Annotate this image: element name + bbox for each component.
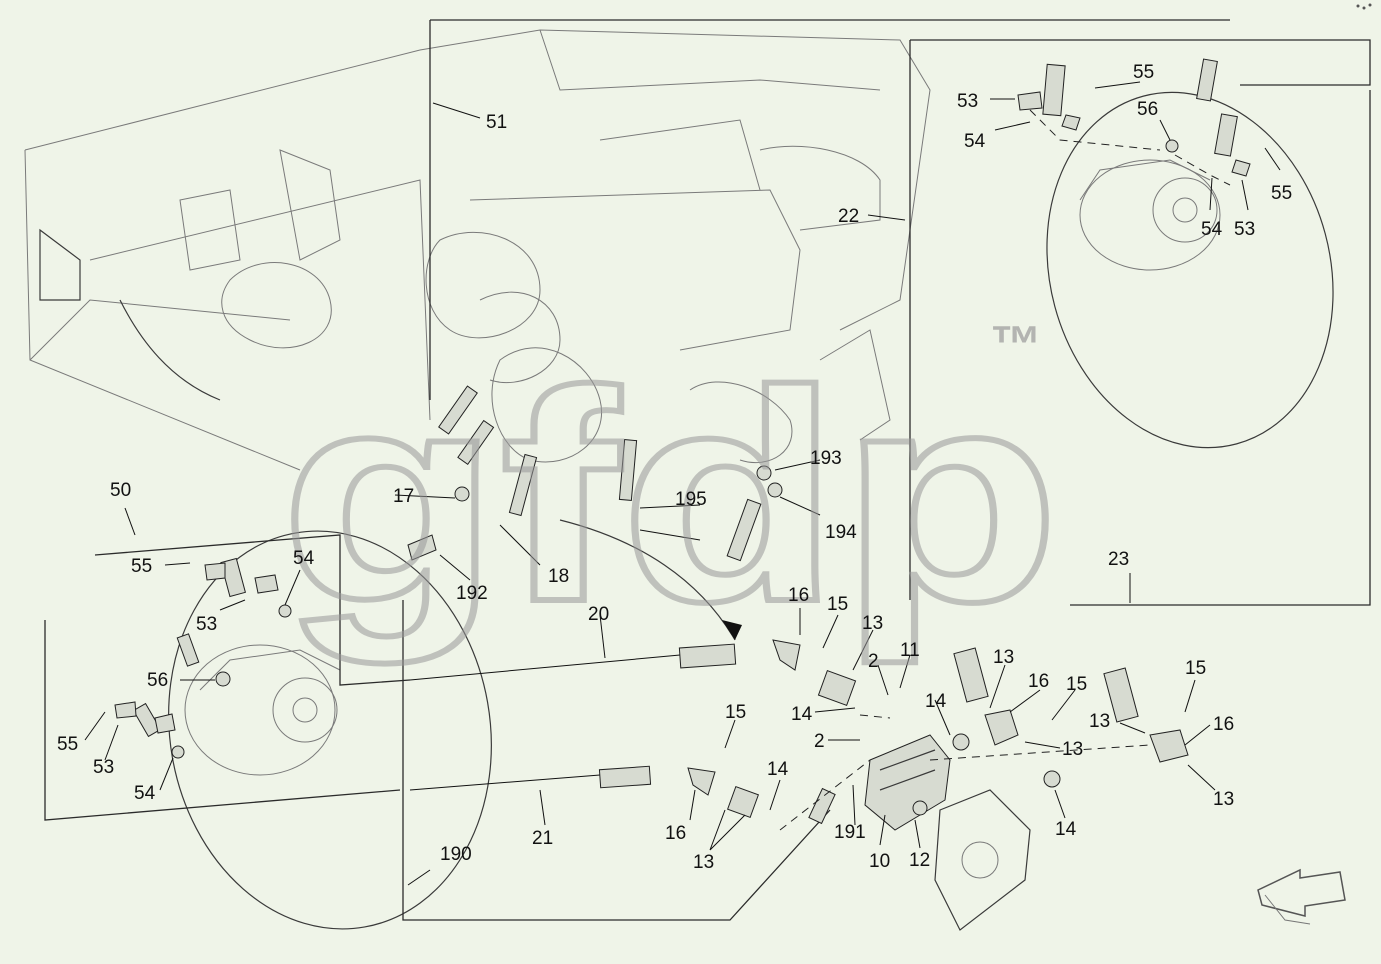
- callout-14: 14: [1055, 819, 1077, 840]
- callout-16: 16: [1028, 671, 1049, 692]
- callout-54: 54: [293, 548, 315, 569]
- watermark-trademark: ™: [990, 316, 1042, 374]
- callout-53: 53: [93, 757, 114, 778]
- callout-56: 56: [1137, 99, 1158, 120]
- callout-2: 2: [814, 731, 825, 752]
- callout-54: 54: [1201, 219, 1223, 240]
- callout-55: 55: [1133, 62, 1154, 83]
- callout-190: 190: [440, 844, 472, 865]
- callout-16: 16: [788, 585, 809, 606]
- callout-13: 13: [862, 613, 883, 634]
- callout-15: 15: [1185, 658, 1206, 679]
- callout-54: 54: [964, 131, 986, 152]
- callout-50: 50: [110, 480, 131, 501]
- watermark-text: gfdp: [280, 328, 1060, 666]
- callout-14: 14: [791, 704, 813, 725]
- callout-22: 22: [838, 206, 859, 227]
- right-drum-sketch: [1046, 91, 1334, 449]
- callout-14: 14: [925, 691, 947, 712]
- pump-sketch: [864, 734, 1031, 931]
- hose-lines: [409, 639, 1189, 831]
- engine-hoses: [407, 385, 783, 641]
- corner-mark: [1356, 3, 1372, 10]
- callout-15: 15: [827, 594, 848, 615]
- callout-193: 193: [810, 448, 842, 469]
- callout-18: 18: [548, 566, 569, 587]
- callout-56: 56: [147, 670, 168, 691]
- callout-16: 16: [1213, 714, 1234, 735]
- machine-chassis-sketch: [24, 29, 931, 471]
- callout-11: 11: [900, 640, 920, 661]
- callout-13: 13: [693, 852, 714, 873]
- callout-13: 13: [1089, 711, 1110, 732]
- callout-54: 54: [134, 783, 156, 804]
- callout-192: 192: [456, 583, 488, 604]
- callout-195: 195: [675, 489, 707, 510]
- callout-15: 15: [1066, 674, 1087, 695]
- left-drum-sketch: [168, 530, 492, 930]
- callout-13: 13: [993, 647, 1014, 668]
- callout-2: 2: [868, 651, 879, 672]
- callout-15: 15: [725, 702, 746, 723]
- callout-17: 17: [393, 486, 414, 507]
- orientation-arrow-icon: [1257, 868, 1346, 925]
- callout-14: 14: [767, 759, 789, 780]
- callout-51: 51: [486, 112, 507, 133]
- callout-55: 55: [57, 734, 78, 755]
- callout-13: 13: [1062, 739, 1083, 760]
- callout-191: 191: [834, 822, 866, 843]
- callout-194: 194: [825, 522, 857, 543]
- upper-right-fittings: [1017, 58, 1251, 186]
- callout-12: 12: [909, 850, 930, 871]
- leader-lines: [84, 81, 1281, 886]
- group-frames: [44, 19, 1371, 921]
- callout-23: 23: [1108, 549, 1129, 570]
- callout-55: 55: [1271, 183, 1292, 204]
- callout-53: 53: [1234, 219, 1255, 240]
- callout-labels: 51 22 23 50 53 55 54 56 54 53 55 193 194…: [57, 62, 1292, 873]
- callout-16: 16: [665, 823, 686, 844]
- callout-21: 21: [532, 828, 553, 849]
- callout-53: 53: [957, 91, 978, 112]
- watermark: gfdp ™: [277, 316, 1063, 669]
- callout-10: 10: [869, 851, 890, 872]
- callout-20: 20: [588, 604, 609, 625]
- callout-53: 53: [196, 614, 217, 635]
- callout-55: 55: [131, 556, 152, 577]
- left-fittings: [114, 557, 292, 759]
- callout-13: 13: [1213, 789, 1234, 810]
